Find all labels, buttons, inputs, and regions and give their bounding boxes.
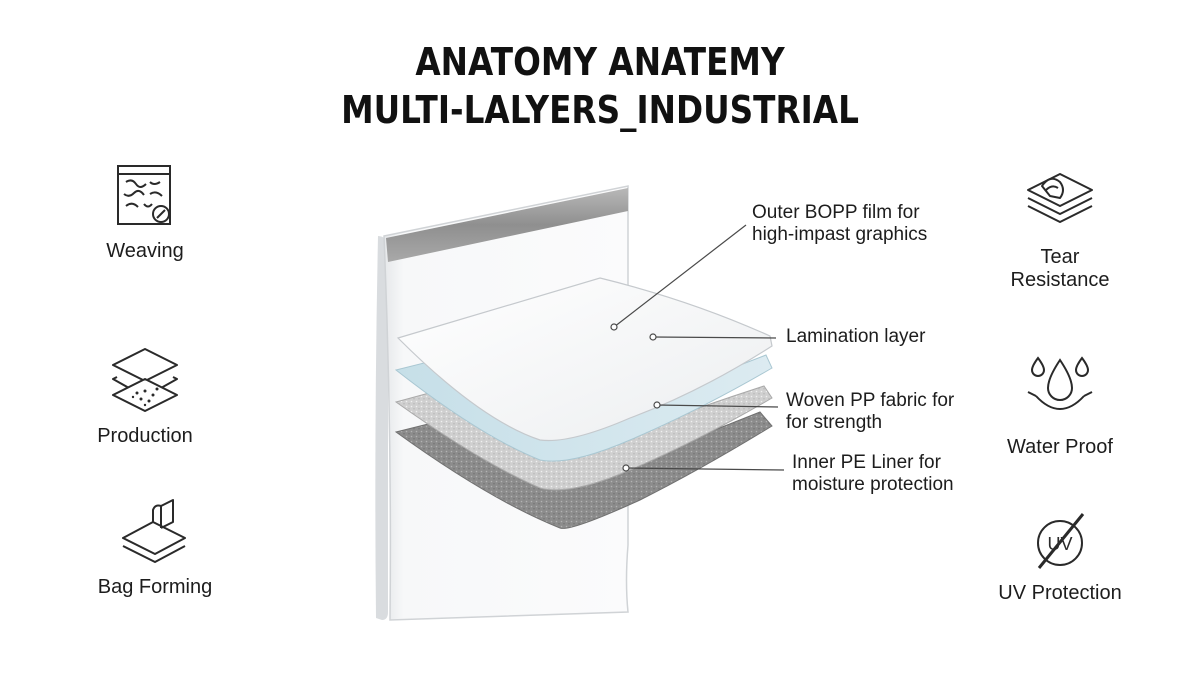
feature-label-line: Resistance bbox=[1010, 269, 1110, 291]
svg-text:UV: UV bbox=[1047, 534, 1072, 554]
callout-outer-bopp-film: Outer BOPP film for high-impast graphics bbox=[752, 202, 927, 246]
bag-body bbox=[375, 236, 388, 620]
feature-water-proof: Water Proof bbox=[995, 352, 1125, 459]
leader-line-lamination bbox=[652, 336, 777, 339]
callout-text: high-impast graphics bbox=[752, 224, 928, 245]
folded-sheet-icon bbox=[122, 499, 186, 563]
leader-line-bopp bbox=[613, 224, 747, 328]
fabric-swatch-icon bbox=[117, 165, 171, 225]
callout-text: moisture protection bbox=[792, 474, 954, 495]
stacked-layers-icon bbox=[112, 348, 178, 412]
callout-text: for strength bbox=[786, 412, 883, 433]
callout-text: Woven PP fabric for bbox=[786, 390, 955, 411]
torn-paper-icon bbox=[1027, 173, 1093, 223]
water-drops-icon bbox=[1027, 356, 1093, 410]
feature-weaving: Weaving bbox=[80, 160, 210, 263]
callout-text: Outer BOPP film for bbox=[752, 202, 920, 223]
diagram-title-line-1: ANATOMY ANATEMY bbox=[415, 40, 785, 84]
uv-shield-icon: UV bbox=[1037, 513, 1085, 569]
leader-dot-woven bbox=[653, 401, 661, 409]
callout-text: Inner PE Liner for bbox=[792, 452, 941, 473]
feature-uv-protection: UV UV Protection bbox=[990, 508, 1130, 605]
leader-line-woven bbox=[656, 404, 779, 408]
feature-label: Production bbox=[97, 425, 193, 447]
callout-inner-pe-liner: Inner PE Liner for moisture protection bbox=[792, 452, 954, 496]
feature-label-line: Tear bbox=[1040, 246, 1080, 268]
outer-bopp-film-layer bbox=[396, 277, 773, 442]
feature-label: Bag Forming bbox=[97, 576, 213, 598]
feature-tear-resistance: Tear Resistance bbox=[995, 160, 1125, 292]
feature-production: Production bbox=[80, 345, 210, 448]
feature-label: Tear Resistance bbox=[995, 246, 1125, 292]
leader-dot-bopp bbox=[610, 323, 618, 331]
feature-label: UV Protection bbox=[998, 582, 1122, 604]
leader-line-liner bbox=[625, 467, 785, 471]
callout-text: Lamination layer bbox=[786, 326, 926, 347]
feature-bag-forming: Bag Forming bbox=[80, 488, 230, 599]
leader-dot-liner bbox=[622, 464, 630, 472]
callout-woven-pp-fabric: Woven PP fabric for for strength bbox=[786, 390, 954, 434]
bag-top-strip bbox=[386, 188, 628, 262]
feature-label: Water Proof bbox=[1007, 436, 1113, 458]
diagram-title-line-2: MULTI-LALYERS_INDUSTRIAL bbox=[341, 88, 859, 132]
callout-lamination-layer: Lamination layer bbox=[786, 326, 925, 348]
feature-label: Weaving bbox=[106, 240, 184, 262]
leader-dot-lamination bbox=[649, 333, 657, 341]
